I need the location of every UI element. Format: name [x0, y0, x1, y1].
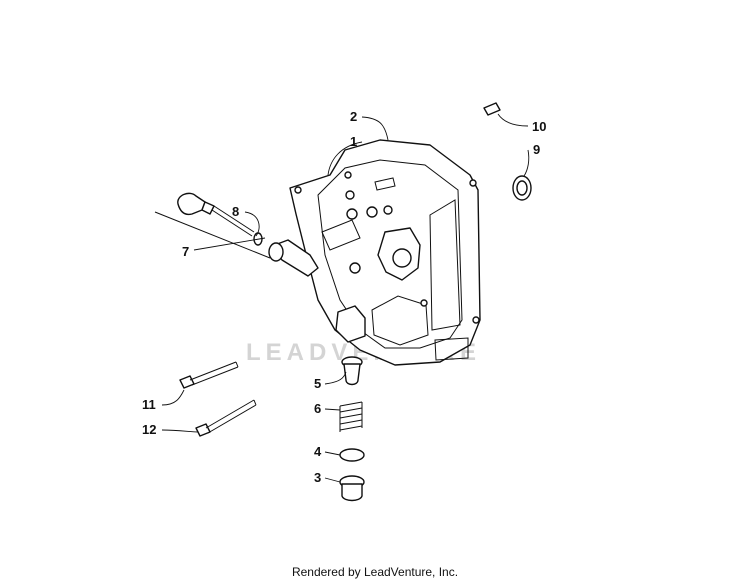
drain-plug: [339, 475, 365, 502]
callout-8: 8: [232, 204, 239, 219]
callout-12: 12: [142, 422, 156, 437]
bolt-short: [195, 399, 257, 437]
callout-11: 11: [142, 397, 156, 412]
crankcase-cover: [268, 139, 481, 366]
bolt-long: [179, 361, 239, 389]
callout-10: 10: [532, 119, 546, 134]
leader-lines: [161, 113, 530, 483]
callout-9: 9: [533, 142, 540, 157]
dipstick: [154, 192, 271, 259]
footer-credit: Rendered by LeadVenture, Inc.: [291, 565, 459, 579]
spring: [339, 401, 363, 432]
callout-3: 3: [314, 470, 321, 485]
callout-4: 4: [314, 444, 322, 459]
callouts: 1 2 3 4 5 6 7 8 9 10 11 12: [142, 109, 546, 485]
callout-5: 5: [314, 376, 321, 391]
callout-7: 7: [182, 244, 189, 259]
o-ring: [339, 448, 365, 462]
callout-2: 2: [350, 109, 357, 124]
oil-seal: [512, 175, 532, 201]
strainer-cap: [341, 356, 363, 386]
callout-6: 6: [314, 401, 321, 416]
dowel-pin: [483, 102, 501, 116]
callout-1: 1: [350, 134, 357, 149]
